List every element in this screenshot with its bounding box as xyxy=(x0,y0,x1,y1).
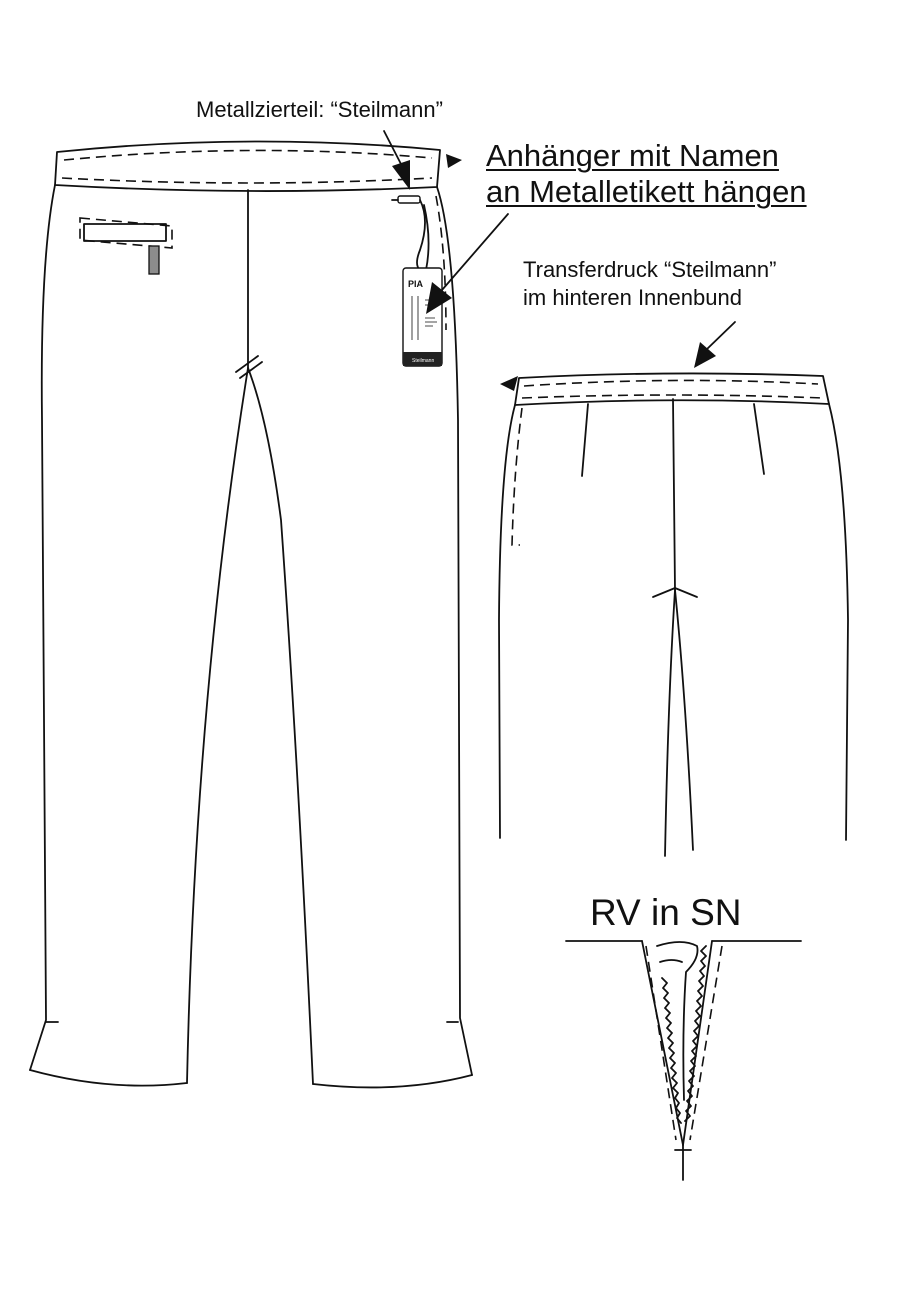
back-waistband xyxy=(514,372,830,406)
transfer-print-line1: Transferdruck “Steilmann” xyxy=(523,257,777,282)
hang-tag-brand: Steilmann xyxy=(412,358,434,364)
front-view-trousers: PIA Steilmann xyxy=(29,140,473,1089)
metal-ornament-label: Metallzierteil: “Steilmann” xyxy=(196,97,443,122)
zipper-detail-title: RV in SN xyxy=(590,892,742,933)
hang-tag: PIA Steilmann xyxy=(402,267,443,367)
transfer-print-line2: im hinteren Innenbund xyxy=(523,285,742,310)
zipper-detail xyxy=(565,940,802,1181)
welt-pocket xyxy=(79,217,173,275)
hangtag-instruction-line2: an Metalletikett hängen xyxy=(486,174,807,209)
transfer-print-label: Transferdruck “Steilmann” im hinteren In… xyxy=(523,256,776,312)
hangtag-instruction-line1: Anhänger mit Namen xyxy=(486,138,779,173)
front-right-outseam xyxy=(436,186,473,1076)
back-view-trousers xyxy=(498,321,849,857)
front-left-outseam xyxy=(29,184,56,1071)
metal-ornament xyxy=(391,195,421,204)
hang-tag-name: PIA xyxy=(408,279,424,289)
back-centre-seam xyxy=(672,398,676,591)
back-right-outseam xyxy=(828,403,849,841)
front-left-inseam xyxy=(186,367,249,1084)
back-left-outseam xyxy=(498,404,516,839)
hangtag-instruction: Anhänger mit Namen an Metalletikett häng… xyxy=(486,138,807,210)
